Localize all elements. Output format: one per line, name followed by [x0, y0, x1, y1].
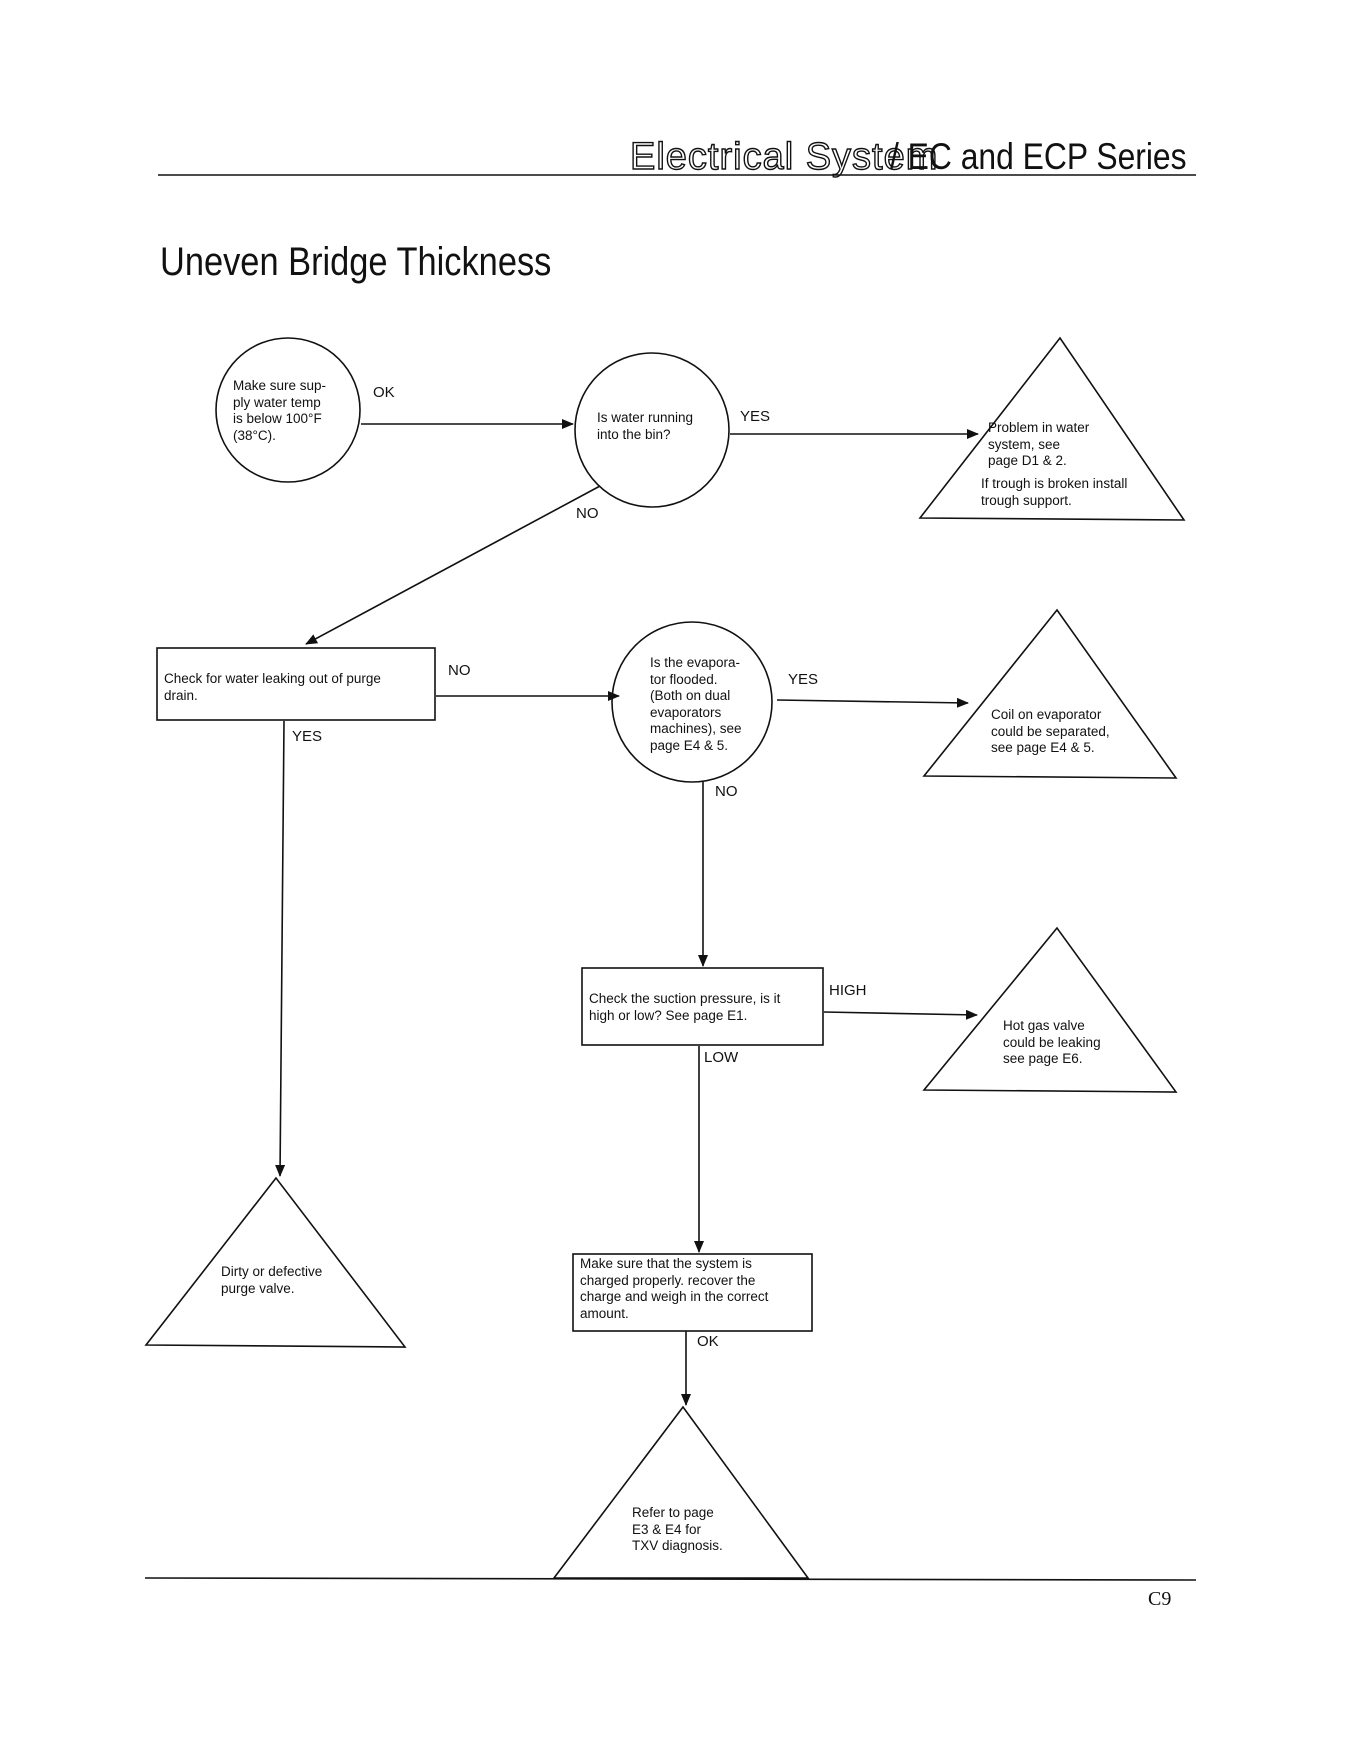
triangle-coil-separated — [922, 608, 1178, 779]
triangle-problem-water — [918, 336, 1186, 521]
arrow-no-1 — [305, 485, 601, 645]
box-charged-properly — [572, 1253, 813, 1332]
header-section-title: Electrical System — [629, 135, 939, 178]
label-no-3: NO — [715, 783, 738, 800]
label-yes-1: YES — [740, 408, 771, 425]
label-yes-2: YES — [292, 728, 323, 745]
text-hot-gas: Hot gas valve could be leaking see page … — [1003, 1018, 1101, 1066]
footer-rule — [144, 1577, 1197, 1581]
text-problem-water: Problem in water system, see page D1 & 2… — [988, 420, 1090, 468]
text-evap-flooded: Is the evapora- tor flooded. (Both on du… — [650, 655, 742, 753]
box-suction-pressure — [581, 967, 824, 1046]
circle-evap-flooded — [611, 621, 773, 783]
label-ok-2: OK — [697, 1333, 719, 1350]
text-suction-pressure: Check the suction pressure, is it high o… — [589, 991, 781, 1023]
text-purge-valve: Dirty or defective purge valve. — [221, 1264, 323, 1296]
text-coil-separated: Coil on evaporator could be separated, s… — [991, 707, 1110, 755]
text-charged-properly: Make sure that the system is charged pro… — [580, 1256, 769, 1321]
header-series-title: / EC and ECP Series — [890, 136, 1187, 177]
box-purge-drain — [156, 647, 436, 721]
text-water-into-bin: Is water running into the bin? — [597, 410, 694, 442]
text-supply-temp: Make sure sup- ply water temp is below 1… — [233, 378, 327, 443]
triangle-purge-valve — [144, 1176, 407, 1348]
arrow-high — [823, 1009, 978, 1020]
arrow-yes-3 — [275, 720, 286, 1177]
circle-supply-temp — [215, 337, 361, 483]
label-no-2: NO — [448, 662, 471, 679]
text-problem-water-note: If trough is broken install trough suppo… — [981, 476, 1128, 508]
text-purge-drain: Check for water leaking out of purge dra… — [164, 671, 381, 703]
label-low: LOW — [704, 1049, 739, 1066]
page-number: C9 — [1148, 1588, 1172, 1610]
page-title: Uneven Bridge Thickness — [160, 240, 552, 284]
text-txv: Refer to page E3 & E4 for TXV diagnosis. — [632, 1505, 723, 1553]
label-no-1: NO — [576, 505, 599, 522]
circle-water-into-bin — [574, 352, 730, 508]
triangle-hot-gas — [922, 926, 1178, 1093]
arrow-yes-2 — [776, 697, 969, 708]
label-high: HIGH — [829, 982, 867, 999]
label-ok-1: OK — [373, 384, 395, 401]
label-yes-3: YES — [788, 671, 819, 688]
triangle-txv — [552, 1405, 810, 1579]
